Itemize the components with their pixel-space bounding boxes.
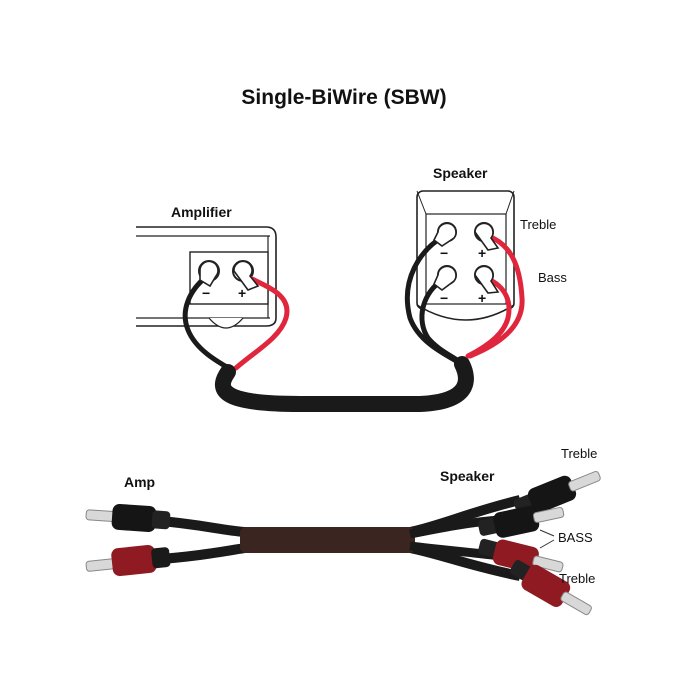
treble-label-top: Treble	[520, 217, 557, 232]
speaker-treble-minus-sign: −	[440, 245, 449, 261]
treble-label-bottom-bottom: Treble	[559, 571, 596, 586]
bass-label-bottom: BASS	[558, 530, 593, 545]
amp-plus-sign: +	[238, 285, 247, 301]
bass-bracket	[539, 529, 555, 549]
top-wires	[182, 233, 525, 412]
amp-plug-black	[85, 503, 171, 533]
speaker-label-top: Speaker	[433, 165, 488, 181]
amplifier-label: Amplifier	[171, 204, 232, 220]
amp-minus-sign: −	[202, 285, 211, 301]
speaker-bass-minus-sign: −	[440, 290, 449, 306]
speaker-plug-treble-red	[510, 560, 592, 616]
amp-label-bottom: Amp	[124, 474, 156, 490]
bass-label-top: Bass	[538, 270, 567, 285]
speaker-plug-bass-black	[477, 505, 565, 538]
speaker-box	[416, 190, 515, 321]
speaker-treble-plus-sign: +	[478, 245, 487, 261]
speaker-bass-plus-sign: +	[478, 290, 487, 306]
treble-label-bottom-top: Treble	[561, 446, 598, 461]
bottom-cable	[149, 495, 522, 581]
amp-plug-red	[85, 545, 171, 577]
spade-lugs	[199, 222, 500, 294]
speaker-label-bottom: Speaker	[440, 468, 495, 484]
diagram-title: Single-BiWire (SBW)	[241, 86, 447, 109]
speaker-plug-bass-red	[478, 538, 564, 573]
